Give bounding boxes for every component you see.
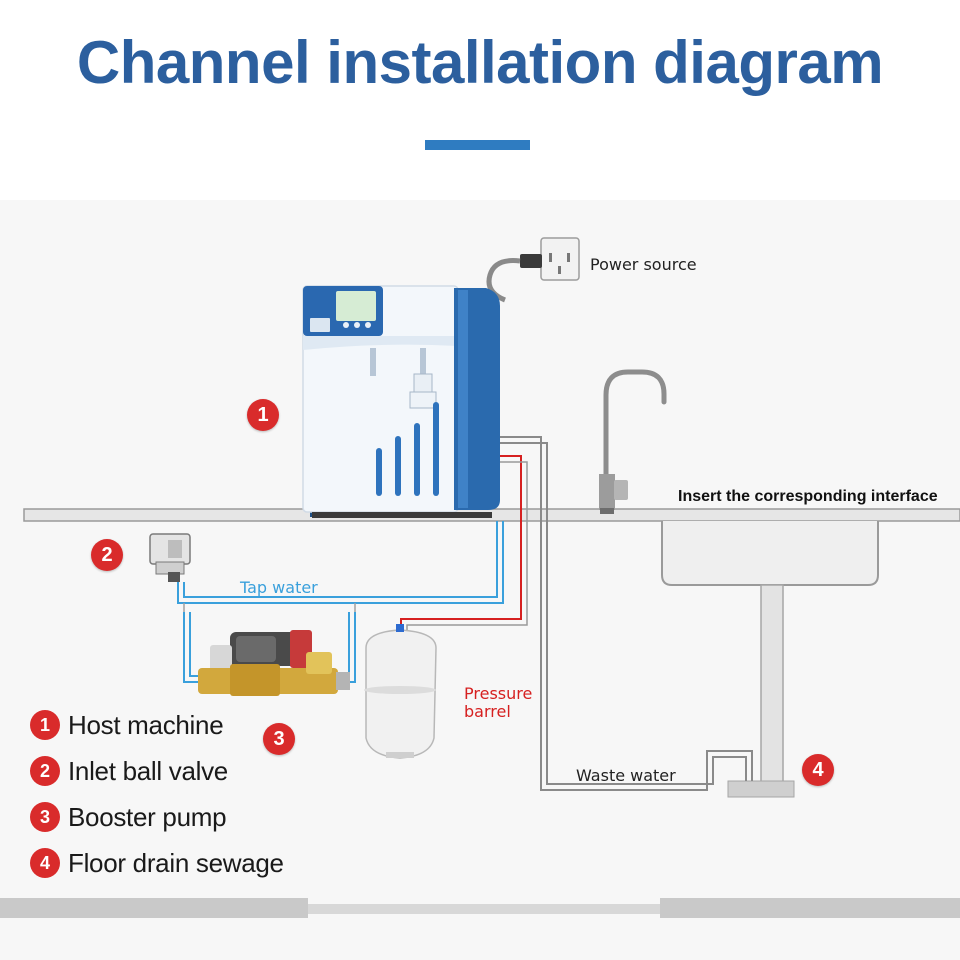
legend-number: 3: [30, 802, 60, 832]
legend-text: Host machine: [68, 709, 224, 740]
badge-floor-drain: 4: [802, 754, 834, 786]
ball-valve-icon: [149, 533, 191, 582]
floor-drain: [727, 780, 795, 798]
insert-interface-label: Insert the corresponding interface: [678, 488, 938, 505]
sink-drain-pipe: [760, 584, 784, 784]
page-title: Channel installation diagram: [76, 29, 884, 96]
floor-line-right: [660, 898, 960, 918]
pressure-barrel-icon: [364, 624, 437, 759]
power-source-label: Power source: [590, 255, 697, 274]
tap-water-label: Tap water: [240, 578, 318, 597]
legend-number: 1: [30, 710, 60, 740]
pressure-barrel-label: Pressure barrel: [464, 684, 533, 721]
legend-item: 3 Booster pump: [30, 794, 284, 840]
floor-line-center: [308, 904, 660, 914]
tap-water-pipe: [177, 521, 504, 683]
pure-water-pipe-outline: [406, 461, 528, 630]
sink-basin: [661, 521, 879, 586]
legend-text: Floor drain sewage: [68, 847, 284, 878]
legend-item: 1 Host machine: [30, 702, 284, 748]
booster-pump-icon: [198, 630, 350, 696]
legend-item: 4 Floor drain sewage: [30, 840, 284, 886]
legend-text: Inlet ball valve: [68, 755, 228, 786]
host-machine-icon: [302, 285, 500, 518]
badge-host-machine: 1: [247, 399, 279, 431]
faucet-icon: [599, 369, 667, 514]
power-socket-icon: [486, 237, 580, 303]
title-underline: [425, 140, 530, 150]
legend-number: 2: [30, 756, 60, 786]
legend: 1 Host machine 2 Inlet ball valve 3 Boos…: [30, 702, 284, 886]
pure-water-pipe: [400, 455, 522, 630]
legend-number: 4: [30, 848, 60, 878]
badge-inlet-valve: 2: [91, 539, 123, 571]
waste-water-pipe: [500, 436, 753, 791]
floor-line: [0, 898, 308, 918]
legend-text: Booster pump: [68, 801, 227, 832]
legend-item: 2 Inlet ball valve: [30, 748, 284, 794]
tap-water-pipe-grey: [183, 603, 356, 612]
badge-booster-pump: 3: [263, 723, 295, 755]
waste-water-label: Waste water: [576, 766, 676, 785]
